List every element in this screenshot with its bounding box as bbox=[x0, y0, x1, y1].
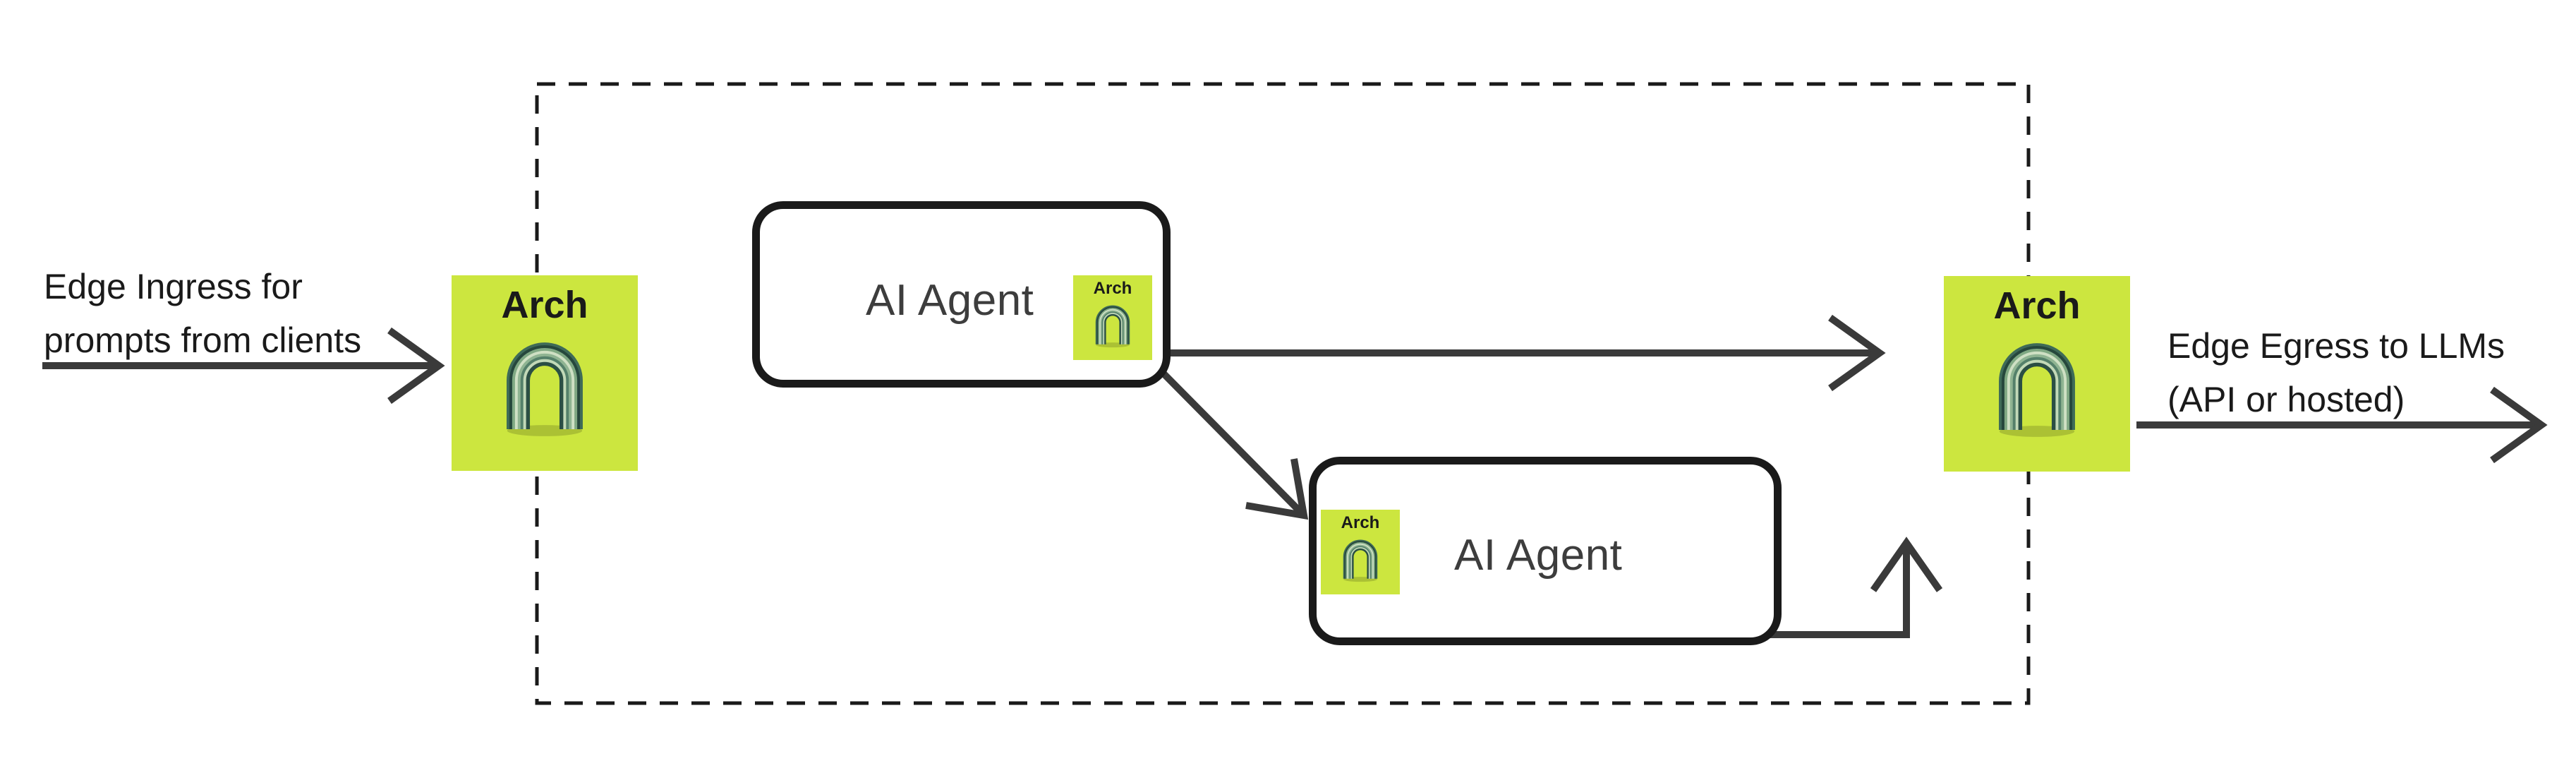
ingress-label: Edge Ingress for prompts from clients bbox=[44, 260, 361, 367]
agent1-to-agent2-arrowhead bbox=[1245, 458, 1309, 520]
agent1-to-egress-arrow bbox=[1161, 314, 1886, 392]
arch-mini-logo-agent-1: Arch bbox=[1073, 275, 1152, 360]
agent2-return-arrowhead bbox=[1870, 537, 1943, 592]
ingress-arrow bbox=[42, 327, 445, 405]
arch-logo-label: Arch bbox=[1993, 284, 2081, 327]
egress-arrow bbox=[2136, 386, 2548, 464]
arch-mini-logo-agent-2: Arch bbox=[1321, 510, 1400, 594]
ai-agent-box-1: AI Agent Arch bbox=[752, 201, 1171, 388]
egress-label-line1: Edge Egress to LLMs bbox=[2167, 326, 2505, 366]
arch-gateway-ingress-logo: Arch bbox=[452, 275, 638, 471]
arch-icon bbox=[1343, 539, 1378, 582]
ai-agent-1-label: AI Agent bbox=[866, 276, 1034, 325]
ai-agent-box-2: Arch AI Agent bbox=[1309, 457, 1782, 645]
egress-label: Edge Egress to LLMs (API or hosted) bbox=[2167, 319, 2505, 426]
ingress-arrowhead bbox=[387, 327, 445, 405]
egress-label-line2: (API or hosted) bbox=[2167, 380, 2405, 419]
agent2-return-line bbox=[1767, 547, 1910, 638]
gateway-dashed-boundary bbox=[535, 82, 2031, 705]
arch-icon bbox=[507, 342, 583, 436]
arch-logo-label: Arch bbox=[1341, 513, 1380, 532]
arch-icon bbox=[1999, 343, 2075, 437]
agent1-to-egress-arrowhead bbox=[1828, 314, 1886, 392]
ai-agent-2-label: AI Agent bbox=[1454, 531, 1623, 580]
arch-icon bbox=[1095, 305, 1130, 348]
ingress-label-line2: prompts from clients bbox=[44, 320, 362, 360]
ingress-label-line1: Edge Ingress for bbox=[44, 267, 303, 306]
arch-logo-label: Arch bbox=[501, 284, 588, 326]
arch-gateway-egress-logo: Arch bbox=[1944, 276, 2130, 472]
arch-logo-label: Arch bbox=[1093, 279, 1132, 298]
agent2-return-arrow bbox=[1767, 537, 1943, 638]
egress-arrowhead bbox=[2490, 386, 2548, 464]
agent1-to-agent2-arrow bbox=[1158, 368, 1309, 520]
agent1-to-agent2-line bbox=[1158, 368, 1305, 517]
